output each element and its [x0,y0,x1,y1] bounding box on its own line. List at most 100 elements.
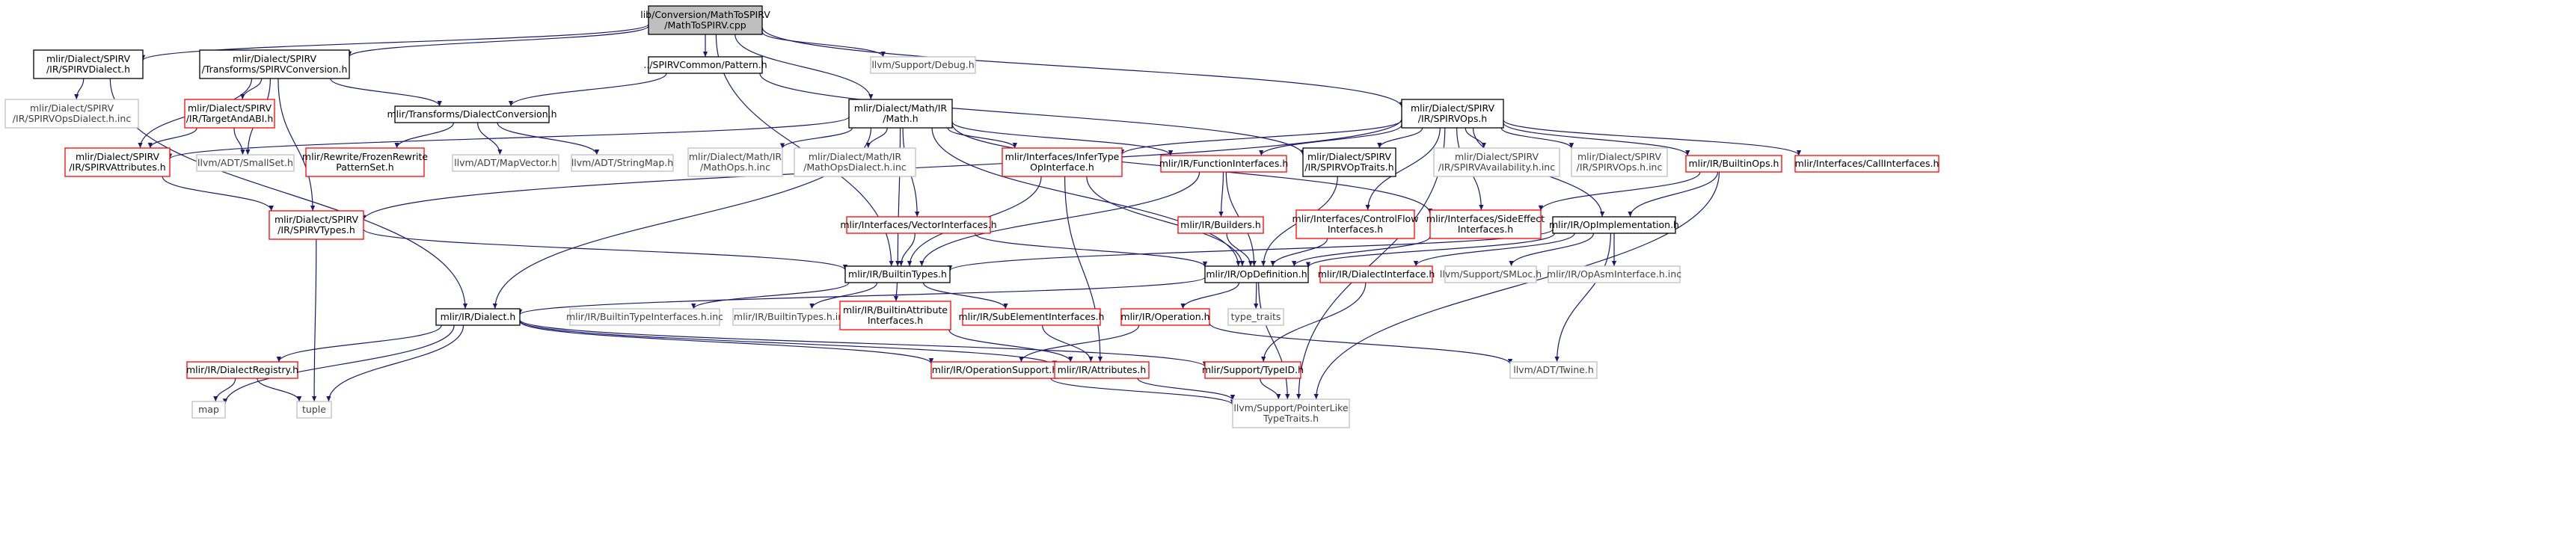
edge-op-implementation-to-twine [1554,233,1611,363]
edge-builtin-ops-to-op-implementation [1628,171,1719,218]
node-label-attributes: mlir/IR/Attributes.h [1058,364,1147,375]
node-debug: llvm/Support/Debug.h [870,56,976,74]
node-label-mathops-inc: /MathOps.h.inc [700,161,770,173]
node-label-op-implementation: mlir/IR/OpImplementation.h [1549,219,1679,230]
edge-dialect-to-operation-support [519,321,934,364]
node-box-builtin-attribute-interfaces [839,301,951,330]
edge-sub-element-interfaces-to-attributes [1042,324,1094,363]
node-root[interactable]: lib/Conversion/MathToSPIRV/MathToSPIRV.c… [640,5,770,35]
node-op-implementation[interactable]: mlir/IR/OpImplementation.h [1549,216,1679,234]
node-box-dialect-interface [1319,265,1433,283]
node-dialect-registry[interactable]: mlir/IR/DialectRegistry.h [186,361,298,379]
edge-pattern-to-spirv-op-traits [759,73,1306,156]
edge-root-to-spirv-ops [761,27,1405,108]
node-spirv-conversion[interactable]: mlir/Dialect/SPIRV/Transforms/SPIRVConve… [199,49,350,79]
node-type-traits: type_traits [1227,308,1284,326]
edge-op-definition-to-dialect [518,277,1206,315]
node-box-spirv-dialect [33,49,144,79]
node-label-tuple: tuple [302,404,326,415]
node-box-op-definition [1204,265,1309,283]
node-label-map: map [198,404,219,415]
node-label-op-asm-interface-inc: mlir/IR/OpAsmInterface.h.inc [1547,268,1681,280]
node-label-operation-support: mlir/IR/OperationSupport.h [932,364,1058,375]
node-attributes[interactable]: mlir/IR/Attributes.h [1054,361,1150,379]
node-sub-element-interfaces[interactable]: mlir/IR/SubElementInterfaces.h [959,308,1105,326]
node-dialect[interactable]: mlir/IR/Dialect.h [435,308,521,326]
node-spirv-op-traits[interactable]: mlir/Dialect/SPIRV/IR/SPIRVOpTraits.h [1302,147,1396,177]
edge-builtin-ops-to-pointer-like-type-traits [1313,171,1720,400]
edge-infer-type-to-attributes [1064,176,1103,363]
node-call-interfaces[interactable]: mlir/Interfaces/CallInterfaces.h [1794,155,1939,173]
edge-spirv-ops-to-control-flow-interfaces [1365,127,1441,211]
edge-math-to-mathopsdialect-inc [865,127,888,149]
edge-dialect-to-type-id [519,319,1207,368]
node-smallset: llvm/ADT/SmallSet.h [196,154,295,172]
node-builtin-type-interfaces-inc: mlir/IR/BuiltinTypeInterfaces.h.inc [566,308,723,326]
node-box-map [191,401,226,419]
node-box-spirv-attributes [64,147,171,177]
edge-spirv-types-to-builtin-types [363,228,848,271]
node-box-spirv-op-traits [1302,147,1396,177]
node-label-math: /Math.h [883,113,918,124]
node-box-type-id [1204,361,1301,379]
node-operation-support[interactable]: mlir/IR/OperationSupport.h [930,361,1059,379]
node-label-side-effect-interfaces: Interfaces.h [1458,224,1513,235]
node-label-smloc: llvm/Support/SMLoc.h [1440,268,1542,280]
node-label-frozen-rewrite: PatternSet.h [336,161,393,173]
node-spirv-ops[interactable]: mlir/Dialect/SPIRV/IR/SPIRVOps.h [1401,99,1504,129]
node-target-and-abi[interactable]: mlir/Dialect/SPIRV/IR/TargetAndABI.h [184,99,275,129]
node-spirv-attributes[interactable]: mlir/Dialect/SPIRV/IR/SPIRVAttributes.h [64,147,171,177]
node-dialect-interface[interactable]: mlir/IR/DialectInterface.h [1318,265,1435,283]
node-label-builtin-attribute-interfaces: mlir/IR/BuiltinAttribute [843,304,948,315]
node-label-dialect: mlir/IR/Dialect.h [441,311,516,322]
node-function-interfaces[interactable]: mlir/IR/FunctionInterfaces.h [1159,155,1289,173]
node-label-spirv-ops-inc: mlir/Dialect/SPIRV [1577,151,1662,162]
node-op-definition[interactable]: mlir/IR/OpDefinition.h [1204,265,1309,283]
edge-builtin-types-to-builtin-type-interfaces-inc [691,282,850,310]
node-spirv-dialect[interactable]: mlir/Dialect/SPIRV/IR/SPIRVDialect.h [33,49,144,79]
node-label-target-and-abi: /IR/TargetAndABI.h [186,113,274,124]
edge-dialect-to-dialect-registry [276,324,442,363]
edge-spirv-ops-to-builtin-ops [1503,122,1690,156]
node-math[interactable]: mlir/Dialect/Math/IR/Math.h [848,99,953,129]
node-operation[interactable]: mlir/IR/Operation.h [1120,308,1210,326]
node-label-builtin-types: mlir/IR/BuiltinTypes.h [848,268,947,280]
node-smloc: llvm/Support/SMLoc.h [1440,265,1542,283]
node-builtin-types[interactable]: mlir/IR/BuiltinTypes.h [844,265,951,283]
node-label-operation: mlir/IR/Operation.h [1120,311,1209,322]
node-pattern[interactable]: ../SPIRVCommon/Pattern.h [643,56,767,74]
node-builtin-ops[interactable]: mlir/IR/BuiltinOps.h [1685,155,1782,173]
node-label-math: mlir/Dialect/Math/IR [854,102,948,114]
node-label-spirv-dialect: /IR/SPIRVDialect.h [46,64,130,75]
node-dialect-conversion[interactable]: mlir/Transforms/DialectConversion.h [387,105,557,123]
node-label-spirv-availability-inc: mlir/Dialect/SPIRV [1455,151,1539,162]
node-box-twine [1509,361,1598,379]
node-vector-interfaces[interactable]: mlir/Interfaces/VectorInterfaces.h [840,216,997,234]
node-label-spirv-attributes: mlir/Dialect/SPIRV [76,151,160,162]
node-label-control-flow-interfaces: Interfaces.h [1328,224,1383,235]
edge-root-to-spirv-dialect [141,23,649,61]
edge-root-to-math [735,34,874,100]
node-spirv-ops-dialect-inc: mlir/Dialect/SPIRV/IR/SPIRVOpsDialect.h.… [4,99,139,129]
edge-type-id-to-pointer-like-type-traits [1260,378,1281,400]
node-label-target-and-abi: mlir/Dialect/SPIRV [188,102,272,114]
node-label-frozen-rewrite: mlir/Rewrite/FrozenRewrite [302,151,428,162]
node-label-spirv-types: /IR/SPIRVTypes.h [277,224,355,236]
node-mathops-inc: mlir/Dialect/Math/IR/MathOps.h.inc [687,147,783,177]
node-spirv-types[interactable]: mlir/Dialect/SPIRV/IR/SPIRVTypes.h [269,210,364,240]
node-label-pointer-like-type-traits: llvm/Support/PointerLike [1233,402,1348,413]
edge-dialect-to-tuple [326,324,464,402]
node-label-control-flow-interfaces: mlir/Interfaces/ControlFlow [1292,213,1419,224]
edge-dialect-to-attributes [519,320,1058,367]
node-builders[interactable]: mlir/IR/Builders.h [1177,216,1264,234]
edge-op-implementation-to-smloc [1509,233,1595,267]
edge-function-interfaces-to-builders [1218,171,1224,218]
edge-op-definition-to-type-traits [1254,282,1259,310]
node-type-id[interactable]: mlir/Support/TypeID.h [1202,361,1304,379]
